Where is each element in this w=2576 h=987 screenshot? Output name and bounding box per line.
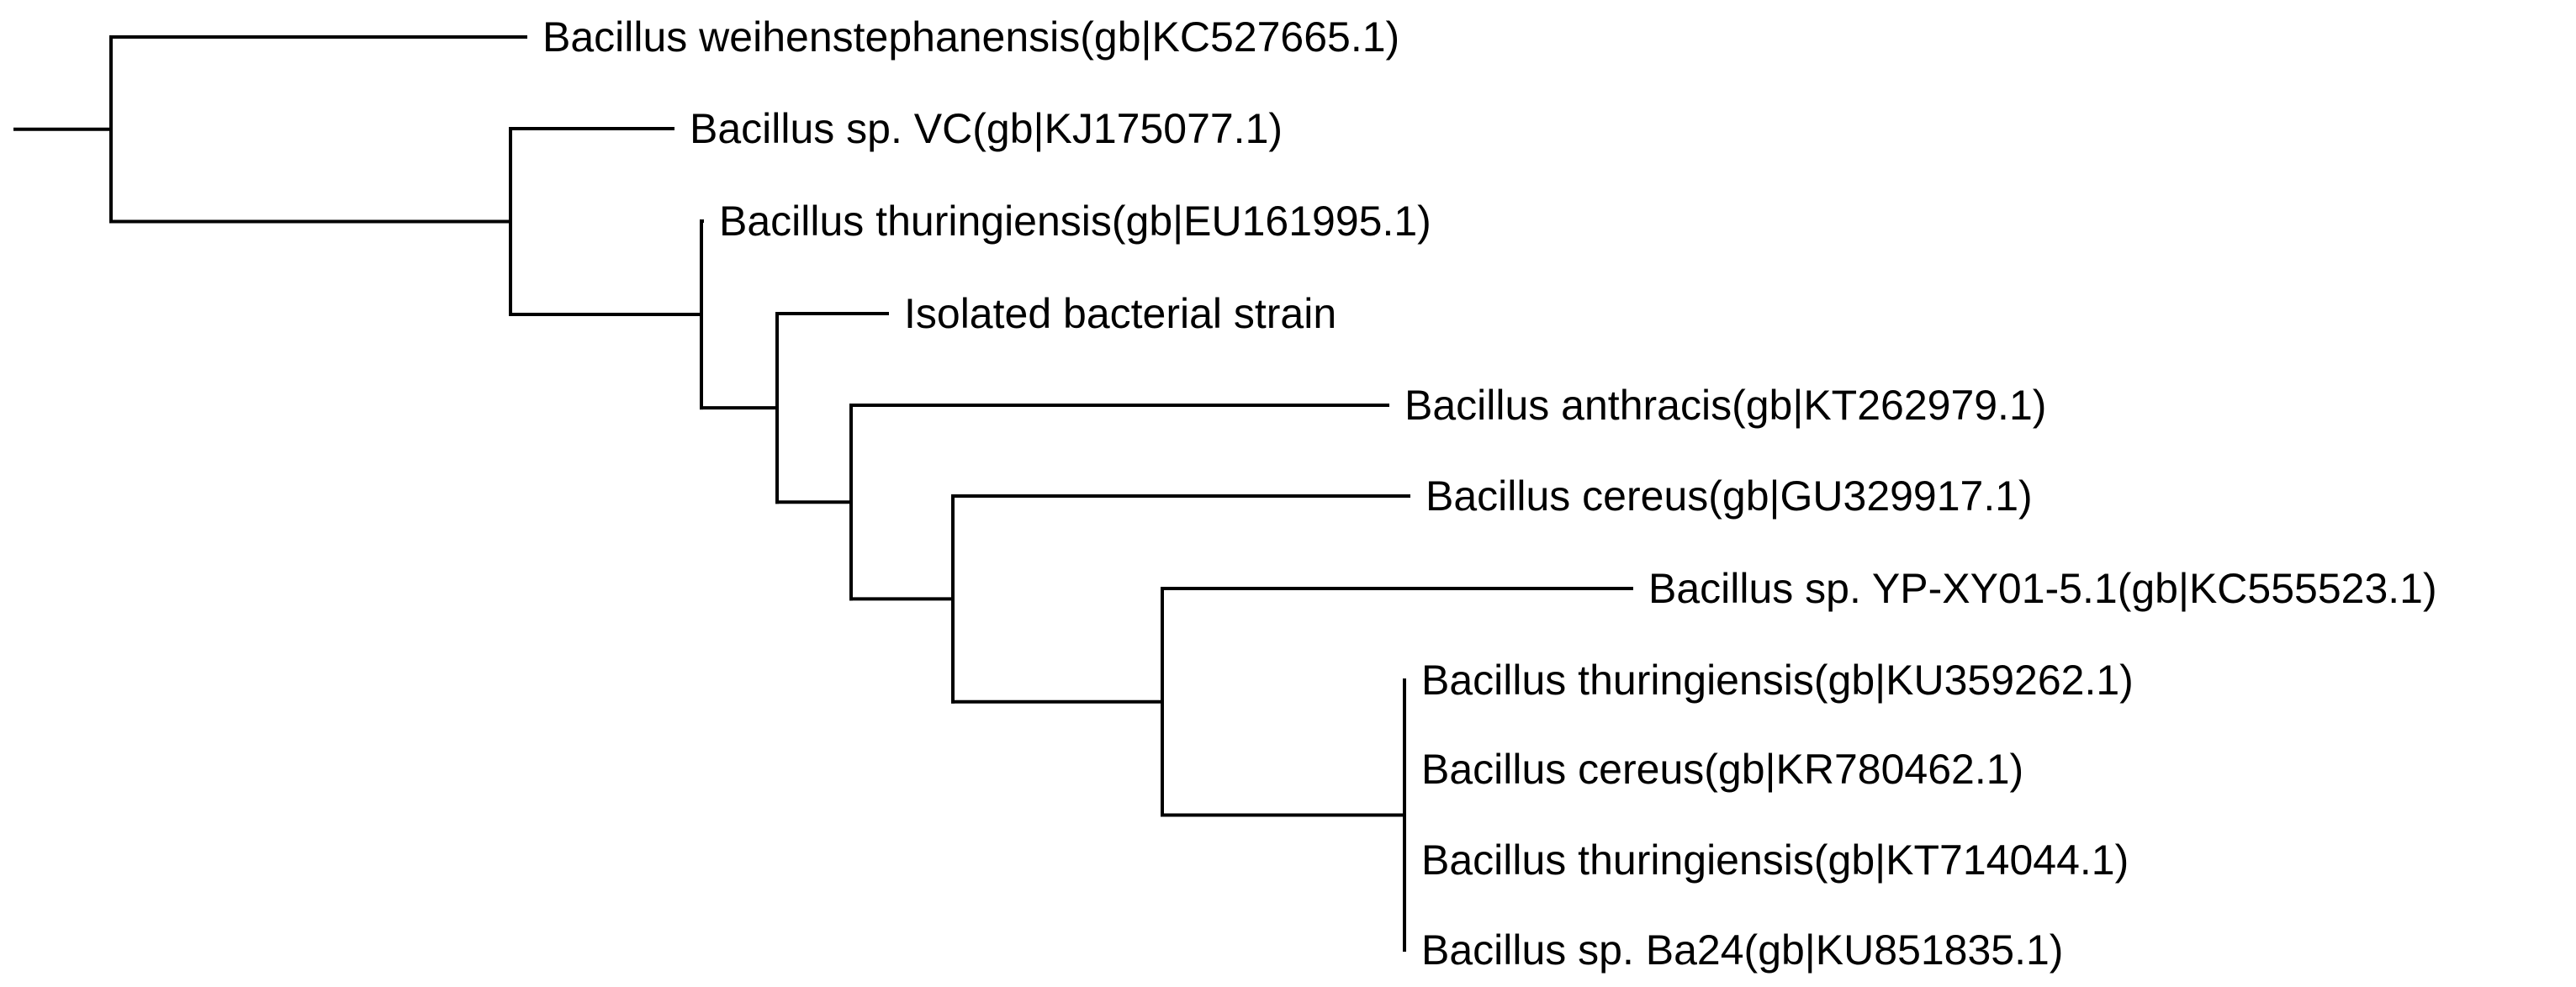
taxon-label-weihenstephanensis: Bacillus weihenstephanensis(gb|KC527665.… [542,13,1399,61]
taxon-label-cereus-kr780462: Bacillus cereus(gb|KR780462.1) [1421,746,2023,793]
taxon-label-sp-ba24: Bacillus sp. Ba24(gb|KU851835.1) [1421,926,2063,974]
taxon-labels: Bacillus weihenstephanensis(gb|KC527665.… [542,13,2437,974]
taxon-label-thuringiensis-eu161995: Bacillus thuringiensis(gb|EU161995.1) [719,198,1431,245]
taxon-label-thuringiensis-ku359262: Bacillus thuringiensis(gb|KU359262.1) [1421,657,2134,704]
taxon-label-cereus-gu329917: Bacillus cereus(gb|GU329917.1) [1426,472,2033,520]
taxon-label-sp-vc: Bacillus sp. VC(gb|KJ175077.1) [690,105,1283,152]
taxon-label-sp-yp-xy01: Bacillus sp. YP-XY01-5.1(gb|KC555523.1) [1648,565,2437,612]
tree-branches [13,35,1633,952]
taxon-label-thuringiensis-kt714044: Bacillus thuringiensis(gb|KT714044.1) [1421,837,2129,884]
taxon-label-anthracis-kt262979: Bacillus anthracis(gb|KT262979.1) [1404,382,2046,429]
taxon-label-isolated-strain: Isolated bacterial strain [904,290,1336,337]
